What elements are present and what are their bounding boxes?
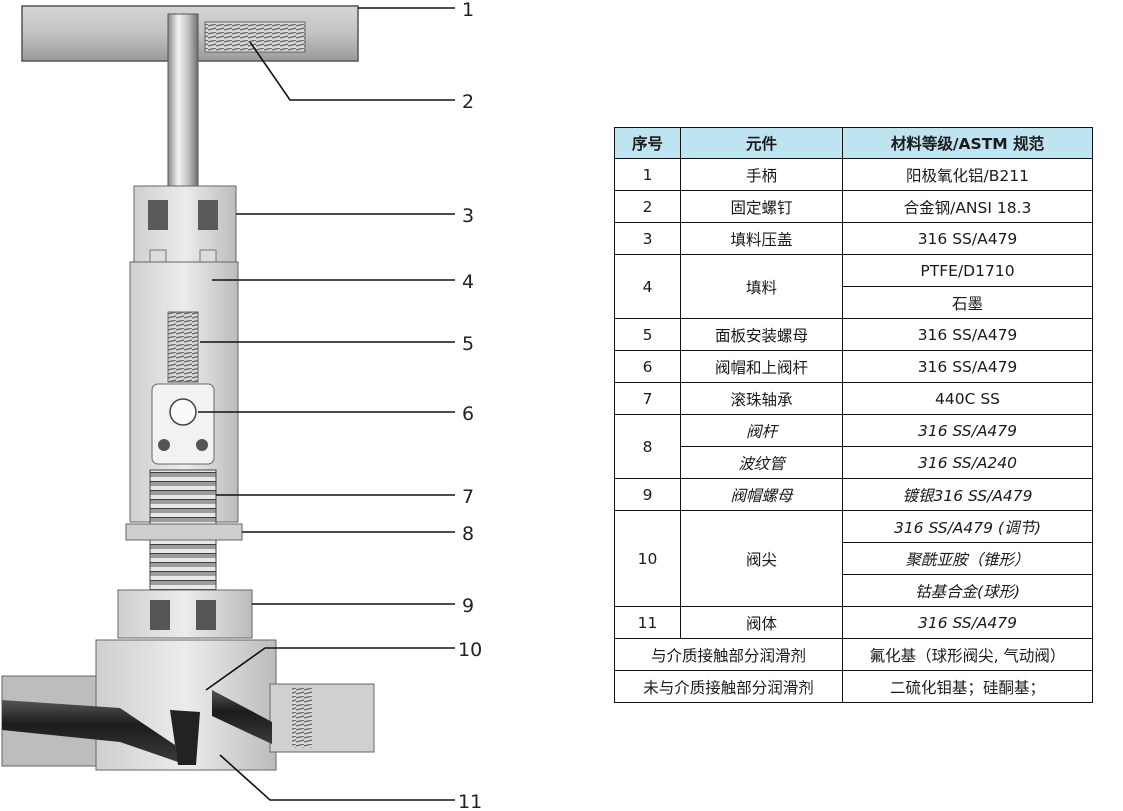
- material-spec-table: 序号 元件 材料等级/ASTM 规范 1 手柄 阳极氧化铝/B211 2 固定螺…: [614, 127, 1093, 703]
- row-no: 8: [614, 414, 681, 479]
- callout-2: 2: [462, 91, 474, 113]
- table-row: 10 阀尖 316 SS/A479 (调节): [614, 510, 1093, 607]
- row-part: 阀杆: [680, 414, 843, 447]
- row-part: 手柄: [680, 158, 843, 191]
- table-header-row: 序号 元件 材料等级/ASTM 规范: [614, 127, 1093, 159]
- row-part: 阀帽和上阀杆: [680, 350, 843, 383]
- bonnet-nut: [117, 589, 253, 639]
- table-row: 11 阀体 316 SS/A479: [614, 606, 1093, 639]
- panel-nut: [125, 523, 243, 541]
- row-part: 填料压盖: [680, 222, 843, 255]
- row-no: 2: [614, 190, 681, 223]
- row-part: 固定螺钉: [680, 190, 843, 223]
- row-part: 面板安装螺母: [680, 318, 843, 351]
- callout-10: 10: [458, 639, 482, 661]
- row-material: 316 SS/A479: [842, 318, 1093, 351]
- callout-11: 11: [458, 791, 482, 811]
- row-material: 316 SS/A479: [842, 222, 1093, 255]
- row-part: 阀帽螺母: [680, 478, 843, 511]
- callout-7: 7: [462, 486, 474, 508]
- row-material: 316 SS/A479: [842, 414, 1093, 447]
- table-row: 7 滚珠轴承 440C SS: [614, 382, 1093, 415]
- callout-1: 1: [462, 0, 474, 21]
- lubricant-wetted-label: 与介质接触部分润滑剂: [614, 638, 843, 671]
- row-material: 钴基合金(球形): [842, 574, 1093, 607]
- row-part: 波纹管: [680, 446, 843, 479]
- callout-8: 8: [462, 523, 474, 545]
- row-part: 滚珠轴承: [680, 382, 843, 415]
- table-row: 波纹管 316 SS/A240: [615, 446, 1093, 479]
- callout-6: 6: [462, 403, 474, 425]
- row-no: 1: [614, 158, 681, 191]
- row-part: 阀尖: [680, 510, 843, 607]
- row-material: 316 SS/A479 (调节): [842, 510, 1093, 543]
- row-no: 10: [614, 510, 681, 607]
- table-row: 与介质接触部分润滑剂 氟化基（球形阀尖, 气动阀）: [614, 638, 1093, 671]
- valve-body: [1, 639, 375, 771]
- callout-9: 9: [462, 595, 474, 617]
- table-row: 6 阀帽和上阀杆 316 SS/A479: [614, 350, 1093, 383]
- row-no: 5: [614, 318, 681, 351]
- callout-3: 3: [462, 205, 474, 227]
- callout-4: 4: [462, 271, 474, 293]
- table-row: 未与介质接触部分润滑剂 二硫化钼基；硅酮基；: [614, 670, 1093, 703]
- row-material: 316 SS/A240: [842, 446, 1093, 479]
- row-no: 6: [614, 350, 681, 383]
- table-row: 8 阀杆 316 SS/A479: [614, 414, 1093, 479]
- table-row: 2 固定螺钉 合金钢/ANSI 18.3: [614, 190, 1093, 223]
- header-no: 序号: [614, 127, 681, 159]
- row-material: 合金钢/ANSI 18.3: [842, 190, 1093, 223]
- table-row: 聚酰亚胺（锥形）: [615, 542, 1093, 575]
- lubricant-nonwetted-label: 未与介质接触部分润滑剂: [614, 670, 843, 703]
- row-material: 石墨: [842, 286, 1093, 319]
- table-row: 5 面板安装螺母 316 SS/A479: [614, 318, 1093, 351]
- row-no: 4: [614, 254, 681, 319]
- row-no: 9: [614, 478, 681, 511]
- header-part: 元件: [680, 127, 843, 159]
- needle-valve-cutaway-diagram: 1 2 3 4 5 6 7 8 9 10 11: [1, 0, 482, 811]
- row-material: PTFE/D1710: [842, 254, 1093, 287]
- row-no: 3: [614, 222, 681, 255]
- lubricant-nonwetted-value: 二硫化钼基；硅酮基；: [842, 670, 1093, 703]
- row-part: 阀体: [680, 606, 843, 639]
- header-material: 材料等级/ASTM 规范: [842, 127, 1093, 159]
- row-material: 316 SS/A479: [842, 350, 1093, 383]
- row-material: 440C SS: [842, 382, 1093, 415]
- table-row: 9 阀帽螺母 镀银316 SS/A479: [614, 478, 1093, 511]
- row-no: 11: [614, 606, 681, 639]
- row-material: 316 SS/A479: [842, 606, 1093, 639]
- callout-5: 5: [462, 333, 474, 355]
- row-material: 镀银316 SS/A479: [842, 478, 1093, 511]
- table-row: 4 填料 PTFE/D1710: [614, 254, 1093, 319]
- lubricant-wetted-value: 氟化基（球形阀尖, 气动阀）: [842, 638, 1093, 671]
- table-row: 3 填料压盖 316 SS/A479: [614, 222, 1093, 255]
- row-material: 阳极氧化铝/B211: [842, 158, 1093, 191]
- row-material: 聚酰亚胺（锥形）: [842, 542, 1093, 575]
- table-row: 1 手柄 阳极氧化铝/B211: [614, 158, 1093, 191]
- leader-lines: [198, 7, 455, 801]
- row-part: 填料: [680, 254, 843, 319]
- row-no: 7: [614, 382, 681, 415]
